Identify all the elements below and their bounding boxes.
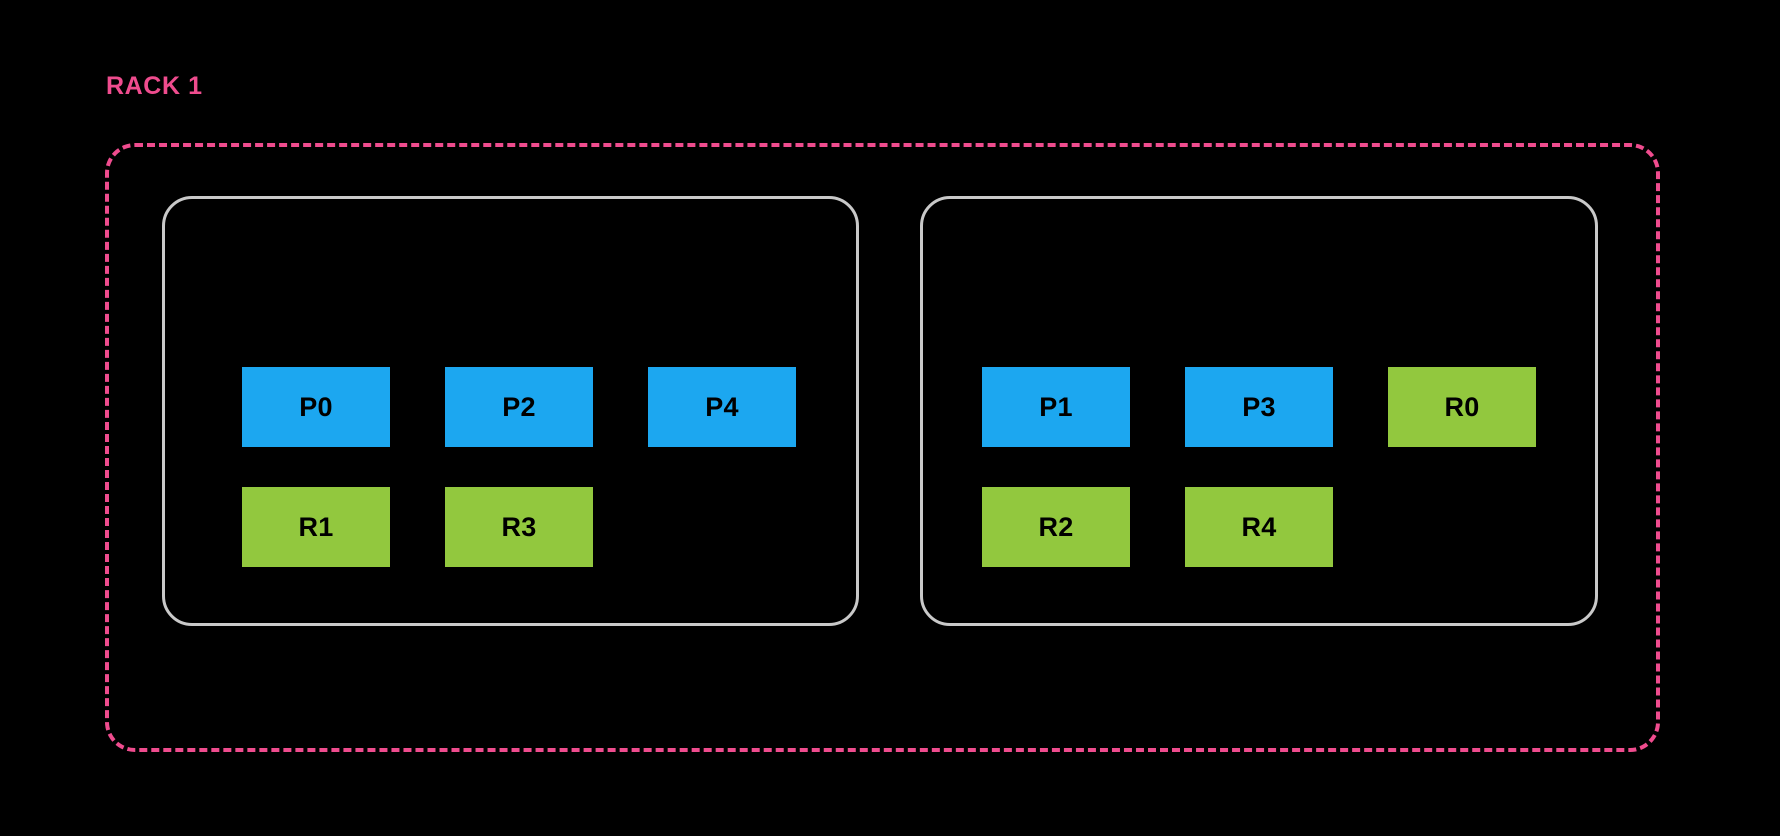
rack-boundary [105,143,1660,752]
cell-r2[interactable]: R2 [982,487,1130,567]
node-container-right: P1 P3 R0 R2 R4 [920,196,1598,626]
cell-label: R0 [1444,391,1480,422]
cell-row-replicas-right: R2 R4 [982,487,1333,567]
cell-p3[interactable]: P3 [1185,367,1333,447]
cell-r1[interactable]: R1 [242,487,390,567]
cell-label: R4 [1241,511,1277,542]
cell-label: R2 [1038,511,1074,542]
cell-r4[interactable]: R4 [1185,487,1333,567]
cell-label: R3 [501,511,537,542]
cell-label: P2 [502,391,536,422]
cell-label: P1 [1039,391,1073,422]
rack-label: RACK 1 [106,72,203,100]
cell-row-primaries-right: P1 P3 R0 [982,367,1536,447]
cell-r0[interactable]: R0 [1388,367,1536,447]
cell-label: P4 [705,391,739,422]
node-container-left: P0 P2 P4 R1 R3 [162,196,859,626]
cell-label: P0 [299,391,333,422]
cell-p2[interactable]: P2 [445,367,593,447]
cell-r3[interactable]: R3 [445,487,593,567]
cell-label: P3 [1242,391,1276,422]
cell-p1[interactable]: P1 [982,367,1130,447]
cell-label: R1 [298,511,334,542]
cell-row-primaries-left: P0 P2 P4 [242,367,796,447]
cell-row-replicas-left: R1 R3 [242,487,593,567]
cell-p0[interactable]: P0 [242,367,390,447]
cell-p4[interactable]: P4 [648,367,796,447]
